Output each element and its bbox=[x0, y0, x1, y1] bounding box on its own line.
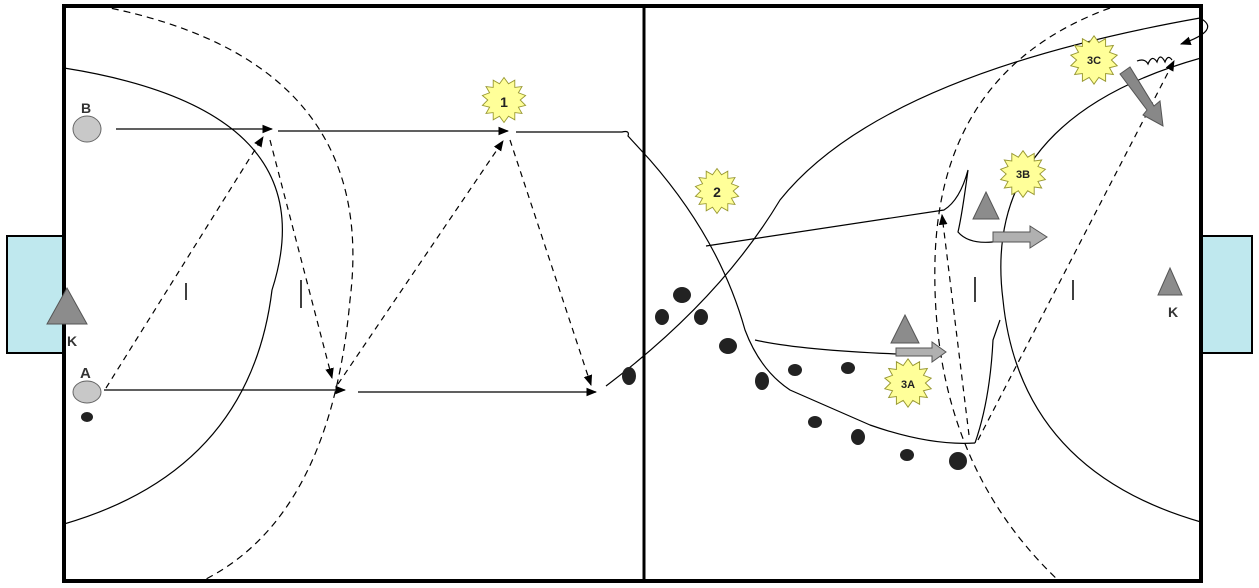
phase-3c-label: 3C bbox=[1087, 55, 1101, 67]
player-b bbox=[72, 115, 102, 143]
player-b-label: B bbox=[81, 100, 91, 116]
arrow-3c bbox=[1119, 66, 1164, 127]
court-outline bbox=[62, 4, 1203, 583]
phase-2-label: 2 bbox=[713, 184, 721, 200]
defender-cone-3b bbox=[972, 190, 1000, 220]
phase-3a-marker: 3A bbox=[884, 358, 932, 408]
arrow-3a bbox=[895, 341, 947, 363]
left-goal bbox=[6, 235, 66, 354]
phase-1-marker: 1 bbox=[481, 77, 527, 123]
pass-lines bbox=[105, 60, 1175, 441]
goalkeeper-left-cone bbox=[46, 286, 88, 325]
left-zone-lines bbox=[64, 6, 354, 581]
phase-3b-label: 3B bbox=[1016, 169, 1030, 181]
player-a-label: A bbox=[80, 365, 91, 382]
phase-2-marker: 2 bbox=[694, 168, 740, 214]
phase-1-label: 1 bbox=[500, 94, 508, 110]
goalkeeper-left-label: K bbox=[67, 333, 77, 349]
player-runs bbox=[104, 17, 1209, 444]
player-a bbox=[72, 380, 102, 404]
arrow-3b bbox=[992, 225, 1048, 249]
goalkeeper-right-cone bbox=[1157, 266, 1183, 296]
goalkeeper-right-label: K bbox=[1168, 304, 1178, 320]
defenders bbox=[81, 287, 967, 470]
right-zone-lines bbox=[934, 7, 1201, 581]
movement-arrows bbox=[895, 66, 1164, 363]
phase-3b-marker: 3B bbox=[1000, 150, 1046, 198]
phase-3a-label: 3A bbox=[901, 379, 915, 391]
phase-3c-marker: 3C bbox=[1070, 35, 1118, 85]
defender-cone-3a bbox=[890, 313, 920, 344]
right-goal bbox=[1198, 235, 1253, 354]
